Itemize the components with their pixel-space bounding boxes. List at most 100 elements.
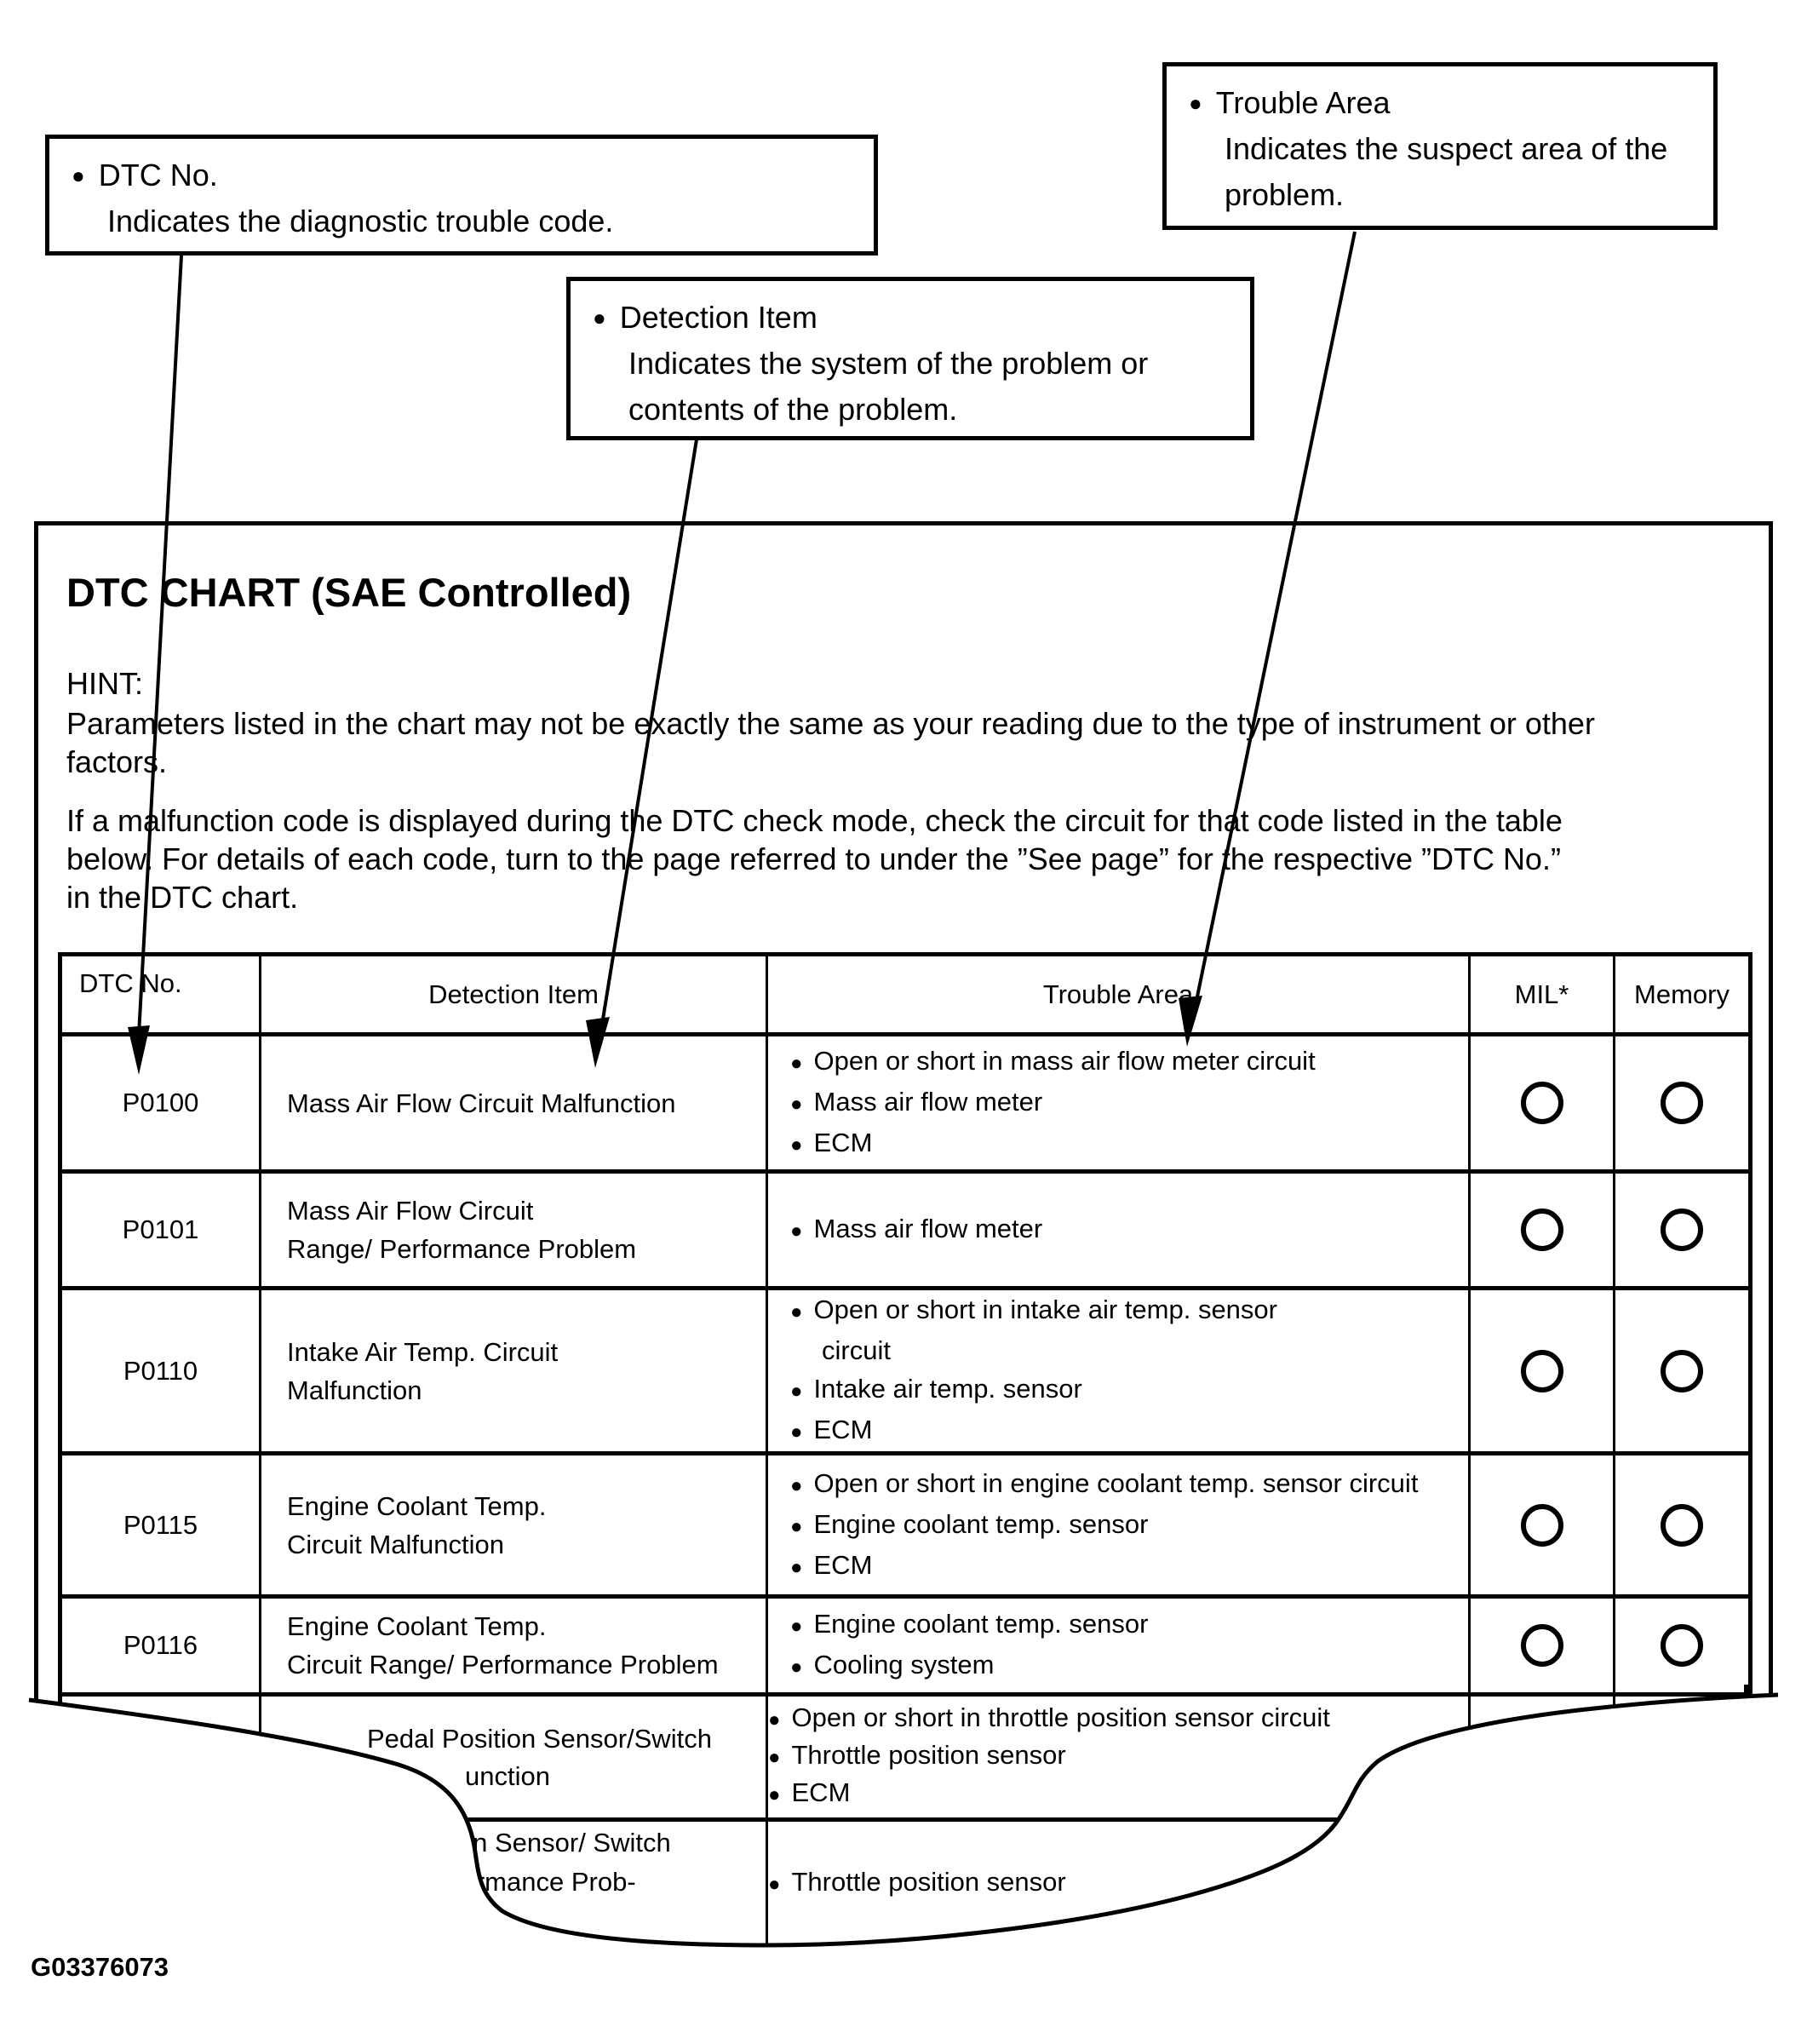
bullet-icon: ●: [768, 1873, 781, 1896]
text-line: Indicates the diagnostic trouble code.: [107, 204, 614, 238]
bullet-icon: ●: [790, 1380, 803, 1403]
bullet-icon: ●: [768, 1708, 781, 1731]
trouble-area-cell: ●Engine coolant temp. sensor●Cooling sys…: [766, 1594, 1471, 1697]
trouble-area-cell: ●Open or short in intake air temp. senso…: [766, 1286, 1471, 1455]
text-line: Indicates the suspect area of the: [1225, 131, 1668, 166]
text-line: Indicates the system of the problem or: [628, 346, 1149, 381]
callout-dtc-no: ●DTC No. Indicates the diagnostic troubl…: [45, 135, 878, 256]
hint-label: HINT:: [66, 666, 143, 701]
detection-item-cell: Engine Coolant Temp.Circuit Range/ Perfo…: [259, 1594, 768, 1697]
torn-trouble-item: ●Throttle position sensor: [768, 1867, 1066, 1897]
text-line: Parameters listed in the chart may not b…: [66, 706, 1595, 741]
intro-paragraph: If a malfunction code is displayed durin…: [66, 801, 1563, 916]
bullet-icon: ●: [790, 1300, 803, 1323]
bullet-icon: ●: [790, 1514, 803, 1538]
table-header-row: DTC No. Detection Item Trouble Area MIL*…: [59, 952, 1752, 1036]
callout-trouble-area: ●Trouble Area Indicates the suspect area…: [1162, 62, 1718, 230]
bullet-icon: ●: [1189, 90, 1202, 116]
bullet-icon: ●: [593, 305, 606, 330]
mil-cell: [1468, 1286, 1615, 1455]
bullet-icon: ●: [790, 1134, 803, 1157]
memory-circle-icon: [1661, 1624, 1703, 1667]
trouble-area-cell: ●Mass air flow meter: [766, 1169, 1471, 1290]
memory-circle-icon: [1661, 1209, 1703, 1251]
memory-cell: [1613, 1594, 1752, 1697]
header-memory: Memory: [1613, 952, 1752, 1036]
torn-detection-text: sition Sensor/ Switch: [426, 1828, 671, 1857]
bullet-icon: ●: [790, 1052, 803, 1075]
dtc-code-cell: P0116: [59, 1594, 261, 1697]
text-line: contents of the problem.: [628, 392, 958, 427]
page-title: DTC CHART (SAE Controlled): [66, 570, 632, 615]
torn-detection-text: unction: [465, 1761, 550, 1791]
torn-trouble-item: ●Throttle position sensor: [768, 1740, 1066, 1770]
callout-title: ●Trouble Area: [1189, 85, 1391, 120]
callout-title: ●DTC No.: [72, 158, 218, 192]
mil-circle-icon: [1520, 1503, 1563, 1547]
text-line: in the DTC chart.: [66, 880, 299, 915]
callout-body: Indicates the system of the problem or co…: [593, 341, 1235, 433]
dtc-code-cell: P0101: [59, 1169, 261, 1290]
torn-detection-text: Pedal Position Sensor/Switch: [367, 1724, 712, 1754]
mil-cell: [1468, 1169, 1615, 1290]
bullet-icon: ●: [768, 1746, 781, 1769]
mil-cell: [1468, 1032, 1615, 1174]
dtc-chart-table: DTC No. Detection Item Trouble Area MIL*…: [58, 952, 1753, 1697]
dtc-code-cell: P0115: [59, 1451, 261, 1599]
dtc-code-cell: P0100: [59, 1032, 261, 1174]
bullet-icon: ●: [790, 1656, 803, 1679]
torn-trouble-item: ●Open or short in throttle position sens…: [768, 1702, 1330, 1732]
bullet-icon: ●: [790, 1473, 803, 1497]
bullet-icon: ●: [790, 1615, 803, 1638]
torn-detection-text: formance Prob-: [454, 1867, 636, 1897]
memory-cell: [1613, 1032, 1752, 1174]
table-right-border: [1744, 1685, 1748, 1753]
bullet-icon: ●: [72, 163, 85, 188]
bullet-icon: ●: [768, 1783, 781, 1806]
figure-id: G03376073: [31, 1952, 169, 1982]
hint-paragraph: Parameters listed in the chart may not b…: [66, 704, 1595, 781]
trouble-area-cell: ●Open or short in mass air flow meter ci…: [766, 1032, 1471, 1174]
mil-cell: [1468, 1594, 1615, 1697]
mil-circle-icon: [1520, 1624, 1563, 1667]
trouble-area-cell: ●Open or short in engine coolant temp. s…: [766, 1451, 1471, 1599]
mil-circle-icon: [1520, 1209, 1563, 1251]
detection-item-cell: Mass Air Flow Circuit Malfunction: [259, 1032, 768, 1174]
bullet-icon: ●: [790, 1421, 803, 1444]
callout-detection-item: ●Detection Item Indicates the system of …: [566, 277, 1254, 440]
table-left-border: [58, 1685, 62, 1753]
callout-body: Indicates the diagnostic trouble code.: [72, 198, 858, 244]
row-rule: [58, 1817, 1748, 1822]
memory-cell: [1613, 1451, 1752, 1599]
mil-cell: [1468, 1451, 1615, 1599]
text-line: If a malfunction code is displayed durin…: [66, 803, 1563, 838]
column-rule: [1468, 1685, 1471, 1993]
text-line: below. For details of each code, turn to…: [66, 841, 1561, 876]
bullet-icon: ●: [790, 1555, 803, 1579]
mil-circle-icon: [1520, 1082, 1563, 1124]
detection-item-cell: Engine Coolant Temp.Circuit Malfunction: [259, 1451, 768, 1599]
memory-circle-icon: [1661, 1082, 1703, 1124]
column-rule: [1613, 1685, 1615, 1993]
mil-circle-icon: [1520, 1349, 1563, 1392]
header-mil: MIL*: [1468, 952, 1615, 1036]
header-detection-item: Detection Item: [259, 952, 768, 1036]
bullet-icon: ●: [790, 1220, 803, 1243]
dtc-code-cell: P0110: [59, 1286, 261, 1455]
memory-cell: [1613, 1169, 1752, 1290]
callout-title: ●Detection Item: [593, 300, 817, 335]
header-dtc-no: DTC No.: [59, 952, 261, 1036]
column-rule: [259, 1685, 261, 1993]
header-trouble-area: Trouble Area: [766, 952, 1471, 1036]
memory-circle-icon: [1661, 1503, 1703, 1547]
memory-circle-icon: [1661, 1349, 1703, 1392]
torn-trouble-item: ●ECM: [768, 1777, 851, 1807]
